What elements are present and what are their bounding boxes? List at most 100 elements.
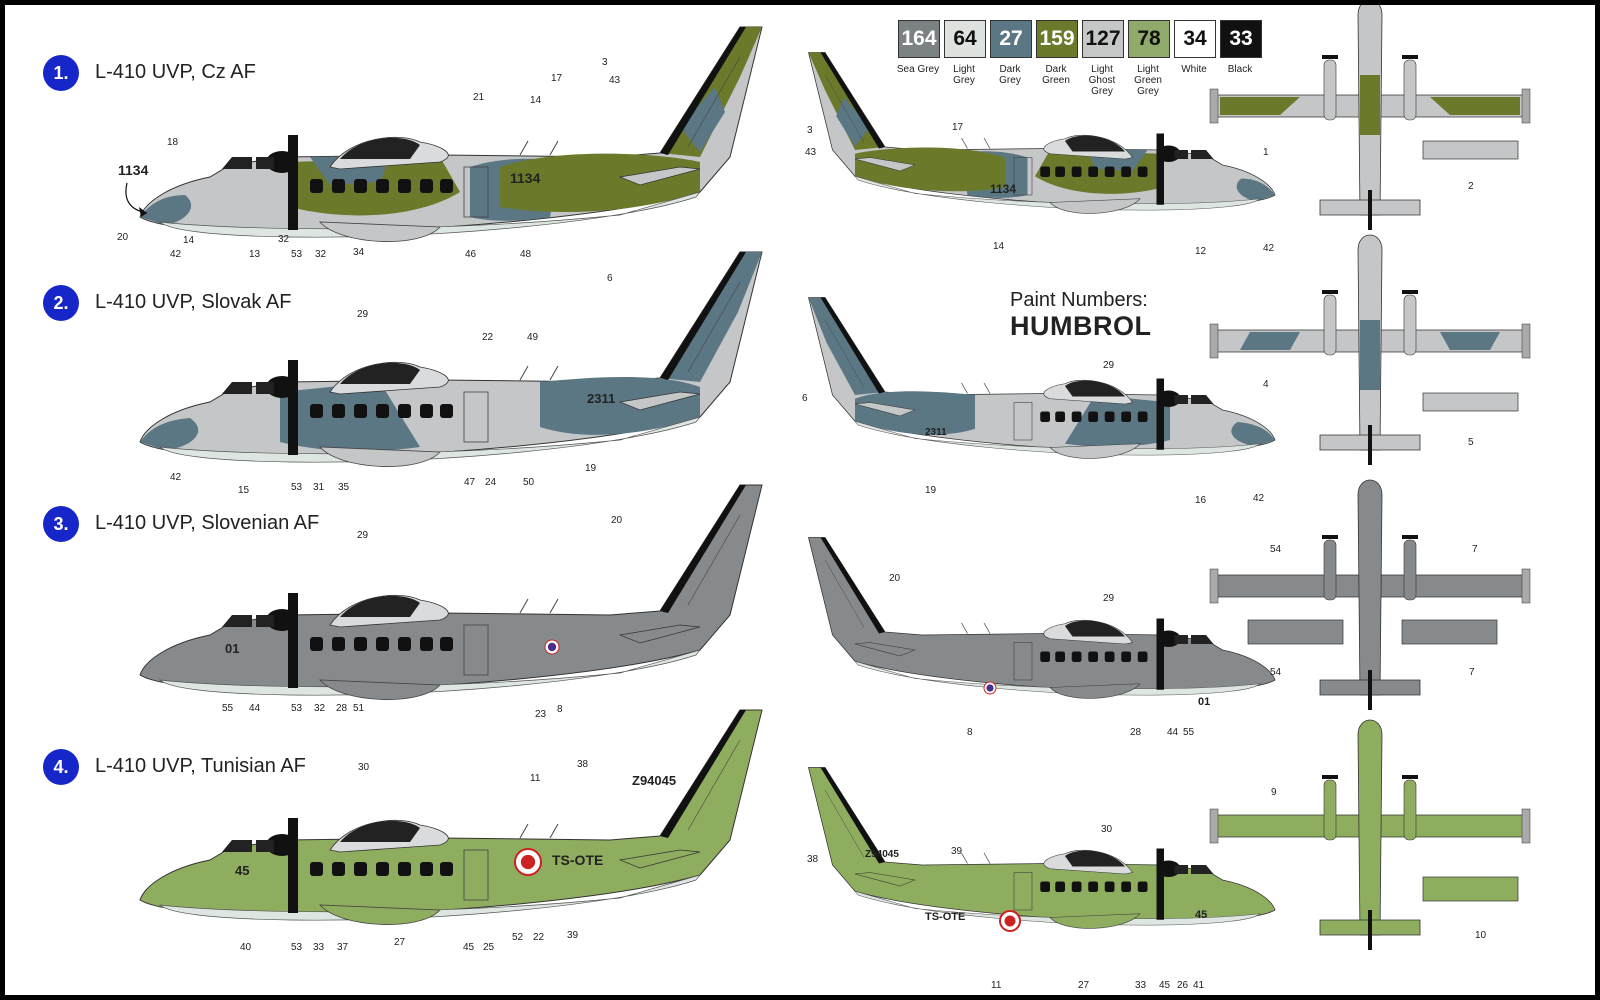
callout-number: 53	[291, 703, 303, 714]
wing-panel	[1422, 140, 1519, 160]
callout-number: 14	[183, 235, 195, 246]
cargo-door	[1013, 642, 1033, 681]
callout-number: 44	[1167, 727, 1179, 738]
cabin-window	[354, 179, 367, 193]
cockpit-window	[256, 382, 274, 394]
engine-intake	[1065, 135, 1125, 152]
fin-panel-line	[687, 281, 741, 373]
antenna	[519, 365, 529, 381]
cabin-window	[440, 637, 453, 651]
callout-number: 8	[967, 727, 973, 738]
propeller	[1402, 290, 1418, 294]
cabin-window	[376, 637, 389, 651]
callout-number: 27	[394, 937, 406, 948]
swatch-code: 78	[1128, 20, 1170, 58]
cockpit-window	[256, 157, 274, 169]
variant-2-left-profile	[139, 251, 763, 467]
fuselage-top	[1357, 479, 1383, 696]
engine	[1323, 294, 1337, 356]
variant-3-number-badge: 3.	[43, 506, 79, 542]
callout-number: 17	[952, 122, 964, 133]
cabin-window	[420, 862, 433, 876]
camo-patch	[855, 391, 975, 435]
variant-2-number-badge: 2.	[43, 285, 79, 321]
slovenian-roundel-center	[547, 642, 557, 652]
cockpit-window	[1174, 395, 1188, 404]
callout-number: 28	[1130, 727, 1142, 738]
serial-1134-right: 1134	[990, 182, 1016, 196]
callout-number: 5	[1468, 437, 1474, 448]
callout-number: 7	[1472, 544, 1478, 555]
antenna	[983, 382, 991, 394]
antenna	[983, 852, 991, 864]
callout-number: 29	[357, 309, 369, 320]
callout-number: 30	[358, 762, 370, 773]
engine	[1403, 59, 1417, 121]
variant-3-title: L-410 UVP, Slovenian AF	[95, 512, 320, 534]
camo-patch	[1065, 395, 1170, 447]
code-01: 01	[225, 641, 239, 656]
cabin-window	[332, 862, 345, 876]
cabin-window	[1040, 411, 1050, 422]
propeller	[1156, 133, 1164, 205]
tailplane	[854, 402, 916, 417]
propeller	[1322, 290, 1338, 294]
propeller	[288, 593, 298, 688]
tailplane	[618, 849, 701, 869]
fin-top	[1368, 425, 1372, 465]
cockpit-window	[1191, 865, 1214, 874]
wing-panel	[1422, 392, 1519, 412]
cabin-window	[440, 862, 453, 876]
swatch-name: Dark Grey	[999, 64, 1021, 86]
camo-patch	[540, 377, 700, 435]
gear-sponson	[319, 679, 441, 700]
callout-arrowhead	[139, 207, 147, 217]
cabin-window	[420, 404, 433, 418]
cargo-door	[1013, 402, 1033, 441]
variant-2-right-profile	[808, 297, 1276, 459]
fin-panel-line	[824, 74, 865, 143]
swatch-name: Sea Grey	[896, 64, 940, 75]
swatch-code: 33	[1220, 20, 1262, 58]
variant-4-number-badge: 4.	[43, 749, 79, 785]
cockpit-window	[256, 840, 274, 852]
callout-number: 19	[925, 485, 937, 496]
cabin-window	[310, 862, 323, 876]
callout-number: 32	[314, 703, 326, 714]
fin-top	[1368, 670, 1372, 710]
callout-number: 14	[530, 95, 542, 106]
tail-z94045: Z94045	[632, 773, 676, 788]
cockpit-window	[1174, 865, 1188, 874]
callout-number: 19	[585, 463, 597, 474]
propeller	[1402, 55, 1418, 59]
variant-4-right-profile	[808, 767, 1276, 929]
gear-sponson	[319, 221, 441, 242]
cabin-window	[332, 179, 345, 193]
propeller	[1402, 535, 1418, 539]
antenna	[961, 622, 968, 634]
callout-number: 47	[464, 477, 476, 488]
callout-number: 26	[1177, 980, 1189, 991]
antenna	[549, 140, 559, 156]
tailplane	[854, 642, 916, 657]
cabin-window	[1071, 166, 1082, 177]
callout-number: 20	[117, 232, 129, 243]
camo-patch	[1231, 422, 1275, 446]
variant-2-title: L-410 UVP, Slovak AF	[95, 291, 292, 313]
cabin-window	[1088, 651, 1098, 662]
engine-intake	[340, 362, 420, 384]
registration-ts-ote-right: TS-OTE	[925, 911, 965, 923]
cabin-window	[1055, 881, 1065, 892]
antenna	[519, 598, 529, 614]
cabin-window	[376, 862, 389, 876]
antenna	[549, 365, 559, 381]
propeller	[288, 360, 298, 455]
swatch-name: Light Green Grey	[1134, 64, 1162, 97]
tailplane	[618, 391, 701, 411]
cabin-window	[310, 404, 323, 418]
swatch-code: 127	[1082, 20, 1124, 58]
